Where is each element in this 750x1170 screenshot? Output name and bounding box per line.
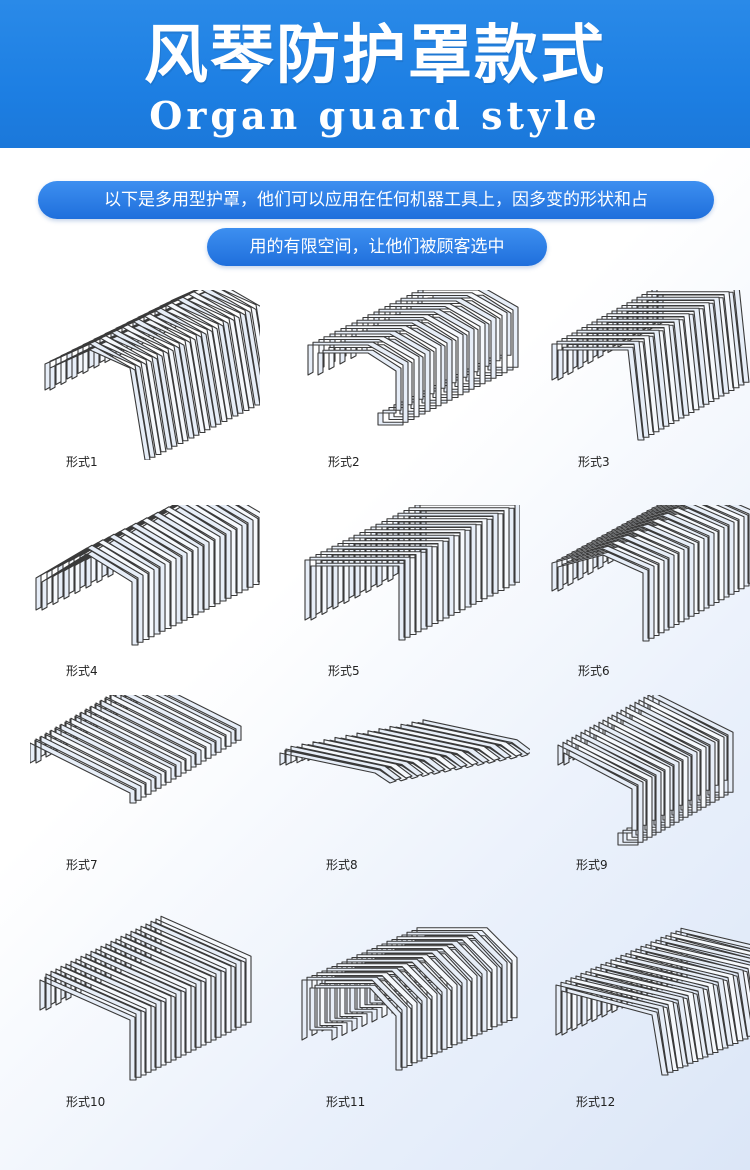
- style-label: 形式8: [326, 858, 358, 872]
- bellows-u-deep-icon: [39, 915, 252, 1081]
- header-banner: 风琴防护罩款式 Organ guard style: [0, 0, 750, 148]
- bellows-box-window-icon: [304, 505, 520, 641]
- style-label: 形式9: [576, 858, 608, 872]
- style-item-9: 形式9: [540, 695, 750, 895]
- bellows-flat-icon: [30, 695, 242, 804]
- bellows-c-frame-icon: [301, 927, 518, 1071]
- style-label: 形式12: [576, 1095, 616, 1109]
- bellows-flat-top-leg-icon: [551, 290, 750, 441]
- style-label: 形式7: [66, 858, 98, 872]
- bellows-arch-icon: [44, 290, 260, 460]
- style-item-8: 形式8: [270, 695, 530, 895]
- bellows-flat-low-icon: [279, 719, 530, 784]
- style-label: 形式10: [66, 1095, 106, 1109]
- style-item-7: 形式7: [30, 695, 260, 895]
- style-item-11: 形式11: [290, 915, 520, 1115]
- intro-pill-line2: 用的有限空间，让他们被顾客选中: [207, 228, 547, 266]
- style-item-2: 形式2: [290, 290, 520, 490]
- style-label: 形式2: [328, 455, 360, 469]
- bellows-stepped-icon: [551, 505, 750, 642]
- style-item-5: 形式5: [290, 505, 520, 705]
- bellows-box-wide-icon: [555, 927, 750, 1076]
- style-label: 形式4: [66, 664, 98, 678]
- style-item-4: 形式4: [30, 505, 260, 705]
- style-label: 形式5: [328, 664, 360, 678]
- style-item-3: 形式3: [540, 290, 750, 490]
- bellows-c-channel-icon: [307, 290, 519, 426]
- style-label: 形式11: [326, 1095, 366, 1109]
- style-item-1: 形式1: [30, 290, 260, 490]
- style-label: 形式6: [578, 664, 610, 678]
- style-item-12: 形式12: [540, 915, 750, 1115]
- page-subtitle: Organ guard style: [149, 93, 601, 138]
- style-item-10: 形式10: [30, 915, 260, 1115]
- style-item-6: 形式6: [540, 505, 750, 705]
- style-label: 形式1: [66, 455, 98, 469]
- page-title: 风琴防护罩款式: [144, 19, 606, 93]
- bellows-gable-icon: [35, 505, 260, 646]
- bellows-hook-icon: [557, 695, 734, 846]
- intro-pill-line1: 以下是多用型护罩，他们可以应用在任何机器工具上，因多变的形状和占: [38, 181, 714, 219]
- style-label: 形式3: [578, 455, 610, 469]
